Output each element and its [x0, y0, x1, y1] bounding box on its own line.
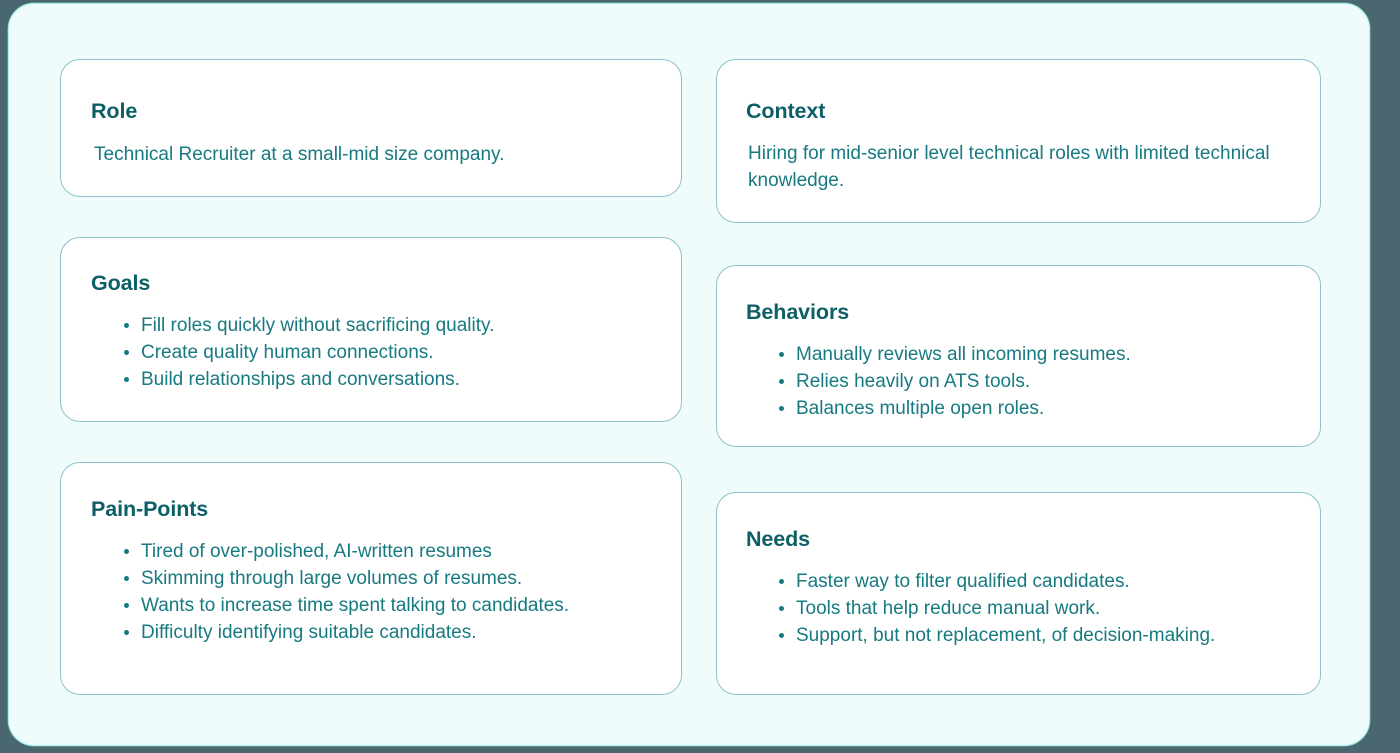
- list-item-label: Difficulty identifying suitable candidat…: [141, 621, 477, 643]
- bullet-dot-icon: [779, 632, 784, 638]
- list-item: Tools that help reduce manual work.: [779, 595, 1320, 622]
- bullet-dot-icon: [124, 376, 129, 382]
- persona-card-role[interactable]: Role Technical Recruiter at a small-mid …: [60, 59, 682, 197]
- bullet-dot-icon: [124, 629, 129, 635]
- card-body-context: Hiring for mid-senior level technical ro…: [748, 142, 1270, 191]
- list-item: Build relationships and conversations.: [124, 366, 681, 393]
- bullet-list-goals: Fill roles quickly without sacrificing q…: [61, 312, 681, 393]
- list-item: Relies heavily on ATS tools.: [779, 368, 1320, 395]
- card-heading-context: Context: [746, 99, 826, 123]
- bullet-dot-icon: [779, 578, 784, 584]
- list-item: Create quality human connections.: [124, 339, 681, 366]
- list-item-label: Manually reviews all incoming resumes.: [796, 343, 1131, 365]
- list-item: Difficulty identifying suitable candidat…: [124, 619, 681, 646]
- persona-card-behaviors[interactable]: Behaviors Manually reviews all incoming …: [716, 265, 1321, 447]
- list-item-label: Fill roles quickly without sacrificing q…: [141, 314, 495, 336]
- list-item-label: Faster way to filter qualified candidate…: [796, 570, 1130, 592]
- list-item: Support, but not replacement, of decisio…: [779, 622, 1320, 649]
- persona-card-goals[interactable]: Goals Fill roles quickly without sacrifi…: [60, 237, 682, 422]
- bullet-dot-icon: [779, 378, 784, 384]
- bullet-dot-icon: [124, 349, 129, 355]
- list-item: Wants to increase time spent talking to …: [124, 592, 681, 619]
- list-item: Faster way to filter qualified candidate…: [779, 568, 1320, 595]
- bullet-dot-icon: [779, 405, 784, 411]
- card-body-role: Technical Recruiter at a small-mid size …: [94, 143, 505, 165]
- list-item: Tired of over-polished, AI-written resum…: [124, 538, 681, 565]
- list-item-label: Tools that help reduce manual work.: [796, 597, 1101, 619]
- list-item-label: Skimming through large volumes of resume…: [141, 567, 523, 589]
- persona-card-grid: Role Technical Recruiter at a small-mid …: [9, 4, 1369, 745]
- card-heading-needs: Needs: [746, 527, 811, 551]
- card-heading-role: Role: [91, 99, 138, 123]
- list-item-label: Create quality human connections.: [141, 341, 434, 363]
- list-item: Fill roles quickly without sacrificing q…: [124, 312, 681, 339]
- persona-board: Role Technical Recruiter at a small-mid …: [8, 3, 1370, 746]
- list-item-label: Tired of over-polished, AI-written resum…: [141, 540, 492, 562]
- card-heading-goals: Goals: [91, 271, 151, 295]
- persona-card-pain-points[interactable]: Pain-Points Tired of over-polished, AI-w…: [60, 462, 682, 695]
- bullet-dot-icon: [124, 575, 129, 581]
- bullet-list-needs: Faster way to filter qualified candidate…: [717, 568, 1320, 649]
- bullet-list-pain-points: Tired of over-polished, AI-written resum…: [61, 538, 681, 646]
- list-item-label: Wants to increase time spent talking to …: [141, 594, 570, 616]
- list-item-label: Relies heavily on ATS tools.: [796, 370, 1031, 392]
- list-item: Manually reviews all incoming resumes.: [779, 341, 1320, 368]
- bullet-dot-icon: [779, 351, 784, 357]
- list-item-label: Build relationships and conversations.: [141, 368, 460, 390]
- bullet-list-behaviors: Manually reviews all incoming resumes. R…: [717, 341, 1320, 422]
- bullet-dot-icon: [779, 605, 784, 611]
- list-item-label: Support, but not replacement, of decisio…: [796, 624, 1216, 646]
- persona-card-context[interactable]: Context Hiring for mid-senior level tech…: [716, 59, 1321, 223]
- list-item-label: Balances multiple open roles.: [796, 397, 1045, 419]
- list-item: Balances multiple open roles.: [779, 395, 1320, 422]
- list-item: Skimming through large volumes of resume…: [124, 565, 681, 592]
- bullet-dot-icon: [124, 602, 129, 608]
- bullet-dot-icon: [124, 322, 129, 328]
- persona-card-needs[interactable]: Needs Faster way to filter qualified can…: [716, 492, 1321, 695]
- bullet-dot-icon: [124, 548, 129, 554]
- card-heading-behaviors: Behaviors: [746, 300, 850, 324]
- card-heading-pain-points: Pain-Points: [91, 497, 209, 521]
